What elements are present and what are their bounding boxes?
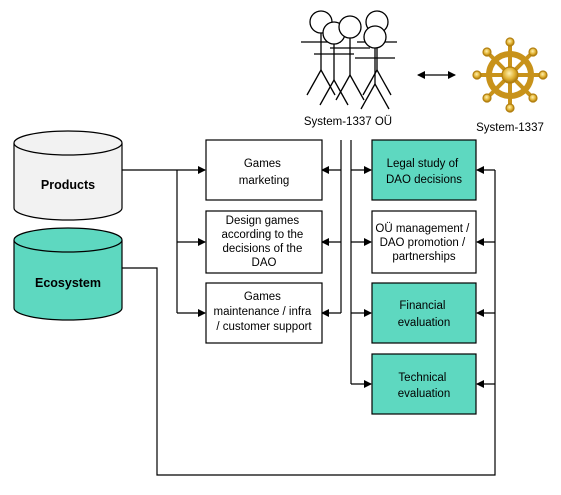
box-text-line: DAO promotion /: [380, 237, 466, 249]
products-connectors: [122, 166, 206, 317]
box-text-line: maintenance / infra: [213, 306, 311, 318]
svg-text:Games marketing: Games marketing: [239, 158, 290, 187]
svg-text:Legal study of DAO decis: Legal study of DAO decisions: [386, 158, 462, 186]
box-text-line: DAO: [252, 257, 277, 269]
svg-text:Design games according t: Design games according to the decisions …: [221, 215, 306, 269]
box-text-line: according to the: [221, 229, 303, 241]
svg-text:OÜ management / DAO prom: OÜ management / DAO promotion / partners…: [375, 223, 472, 263]
box-text-line: Financial: [399, 300, 445, 312]
games-maintenance-box: Games maintenance / infra / customer sup…: [205, 282, 323, 344]
box-text-line: decisions of the: [222, 243, 302, 255]
ecosystem-label: Ecosystem: [35, 276, 101, 290]
ship-wheel-icon: [472, 37, 548, 113]
box-text-line: OÜ management /: [375, 223, 470, 235]
owner-label: System-1337 OÜ: [304, 116, 392, 128]
box-text-line: / customer support: [216, 321, 312, 333]
design-games-box: Design games according to the decisions …: [205, 210, 323, 274]
products-database: Products: [13, 130, 123, 221]
technical-evaluation-box: Technical evaluation: [371, 353, 477, 415]
box-text-line: evaluation: [398, 388, 450, 400]
box-text-line: partnerships: [392, 251, 456, 263]
box-text-line: Technical: [398, 372, 446, 384]
svg-text:Technical evaluation: Technical evaluation: [398, 372, 450, 400]
owner-left-connectors: [321, 140, 342, 317]
box-text-line: marketing: [239, 175, 290, 187]
games-marketing-box: Games marketing: [205, 139, 323, 201]
box-text-line: Games: [244, 291, 281, 303]
svg-text:Financial evaluation: Financial evaluation: [398, 300, 450, 329]
box-text-line: Games: [244, 158, 281, 170]
partner-label: System-1337: [476, 122, 544, 134]
management-box: OÜ management / DAO promotion / partners…: [371, 210, 477, 274]
financial-evaluation-box: Financial evaluation: [371, 282, 477, 344]
box-text-line: evaluation: [398, 317, 450, 329]
legal-study-box: Legal study of DAO decisions: [371, 139, 477, 201]
box-text-line: Legal study of: [387, 158, 459, 170]
svg-text:Games maintenance / infr: Games maintenance / infra / customer sup…: [213, 291, 314, 333]
products-label: Products: [41, 178, 95, 192]
team-figures-icon: [301, 10, 397, 110]
box-text-line: DAO decisions: [386, 174, 462, 186]
ecosystem-connectors: [122, 166, 496, 476]
ecosystem-database: Ecosystem: [13, 227, 123, 321]
box-text-line: Design games: [226, 215, 300, 227]
owner-right-connectors: [350, 140, 372, 388]
